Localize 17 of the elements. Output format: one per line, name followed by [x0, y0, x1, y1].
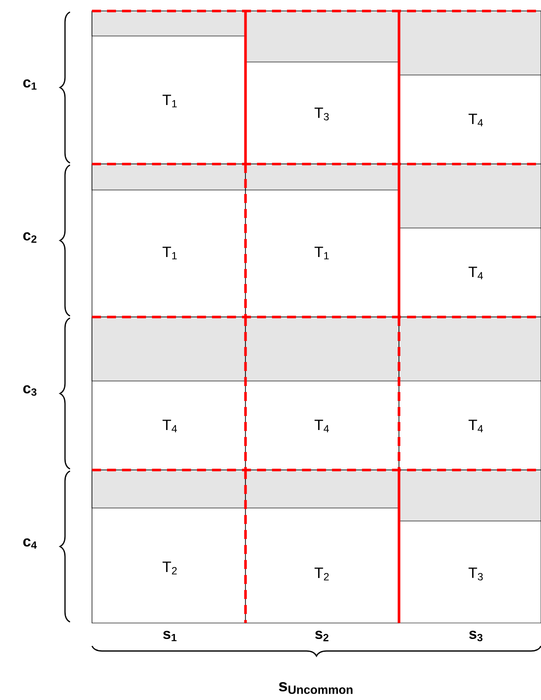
row-label: c$_{2}$ [23, 232, 36, 243]
table-cell: T$_{4}$ [398, 164, 541, 318]
table-cell: T$_{4}$ [92, 316, 246, 470]
table-cell: T$_{4}$ [398, 10, 541, 164]
table-cell: T$_{1}$ [245, 164, 400, 318]
table-cell: T$_{1}$ [92, 164, 246, 318]
table-cell: T$_{4}$ [245, 316, 400, 470]
table-cell: T$_{2}$ [245, 470, 400, 624]
row-label: c$_{1}$ [23, 79, 37, 90]
table-cell: T$_{4}$ [398, 316, 541, 470]
table-cell: T$_{1}$ [92, 10, 246, 164]
table-cell: T$_{2}$ [92, 470, 246, 624]
table-cell: T$_{3}$ [398, 470, 541, 624]
row-label: c$_{3}$ [23, 385, 36, 396]
table-cell: T$_{3}$ [245, 10, 400, 164]
axis-label: s$_{Uncommon}$ [278, 682, 352, 694]
row-label: c$_{4}$ [23, 538, 37, 549]
